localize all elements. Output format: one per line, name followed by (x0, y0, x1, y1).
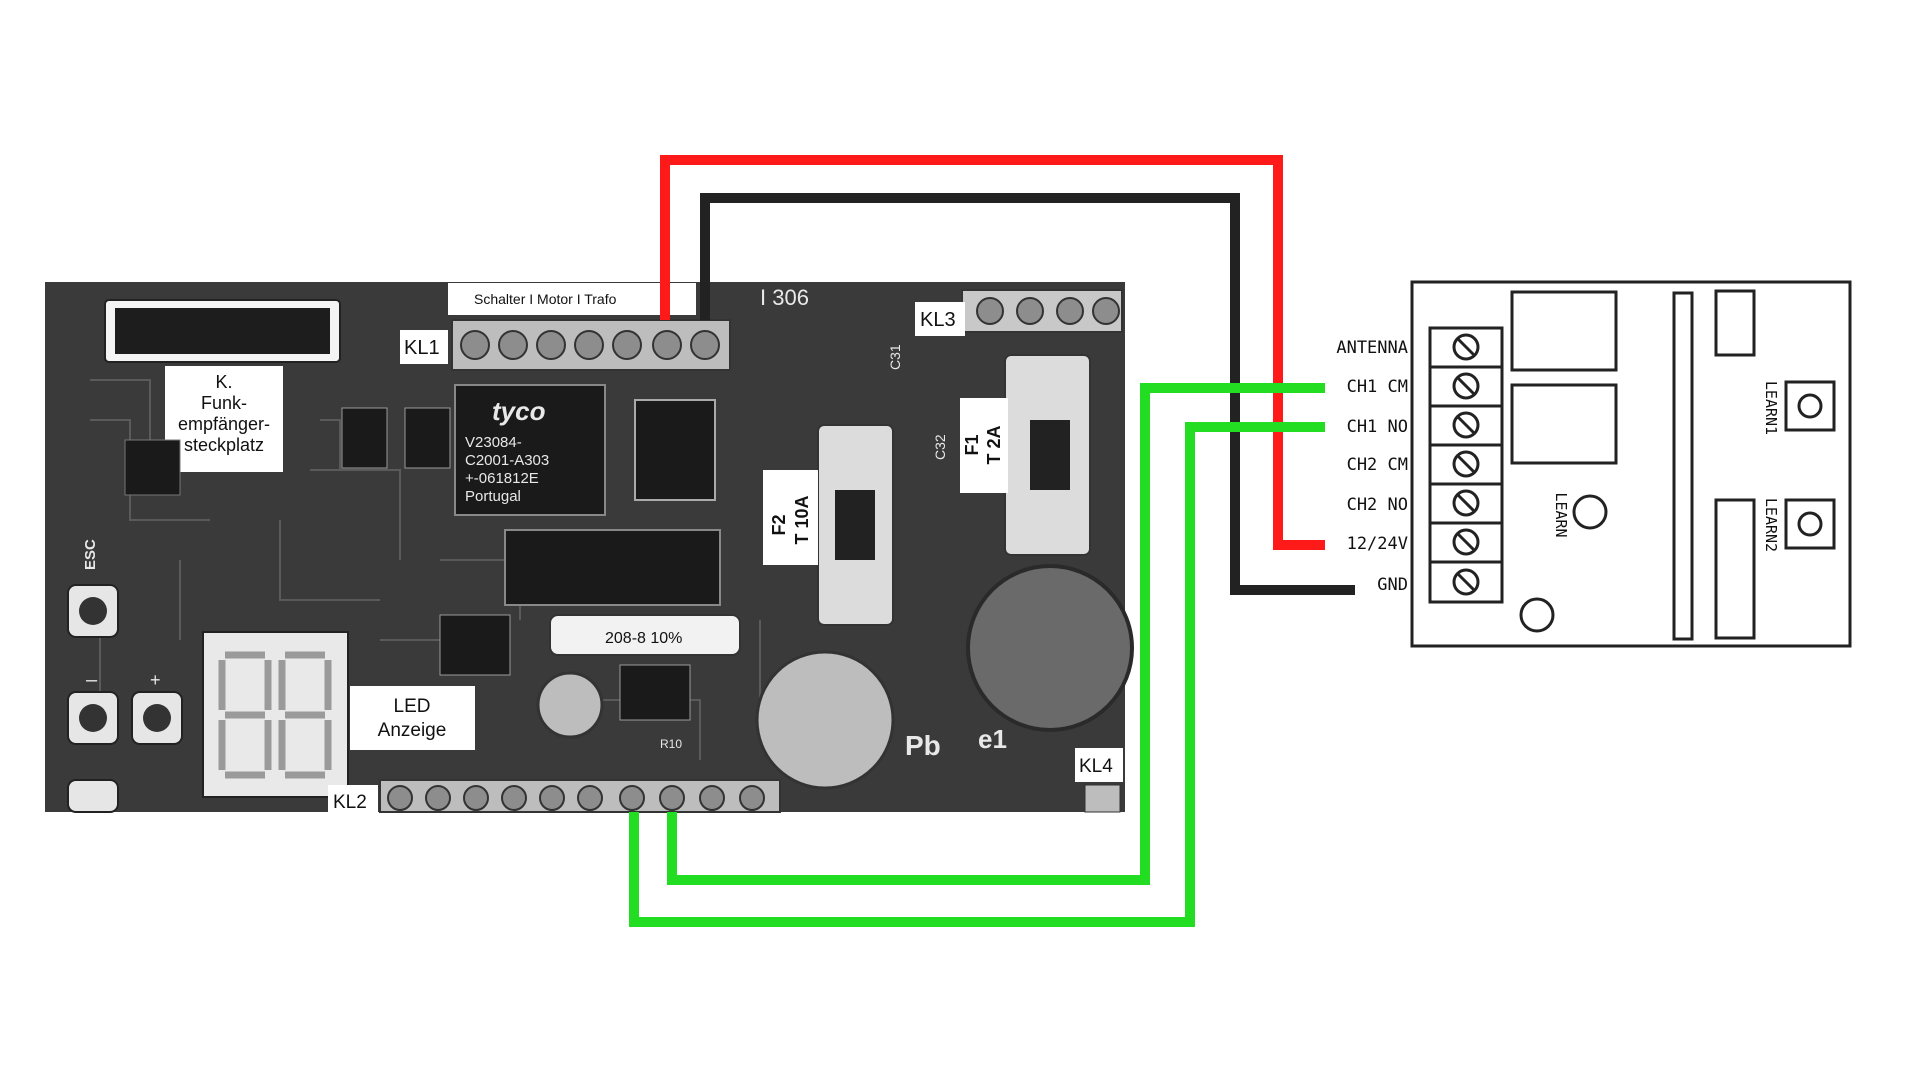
fuse-f2-label: F2 (769, 514, 789, 535)
wire-power-12-24v (660, 155, 1325, 550)
esc-button-cap[interactable] (79, 597, 107, 625)
minus-button-cap[interactable] (79, 704, 107, 732)
kl4-label: KL4 (1079, 756, 1113, 777)
relay-line-3: +-061812E (465, 470, 539, 487)
module-component-bottom (1714, 498, 1756, 640)
voltage-regulator (634, 399, 716, 501)
cap-text: R10 (660, 737, 682, 751)
minus-label: – (86, 669, 98, 691)
lead-free-mark: Pb (905, 730, 941, 761)
e1-mark: e1 (978, 724, 1007, 754)
module-led (1519, 597, 1555, 633)
driver-ic (439, 614, 511, 676)
module-relay-2 (1510, 383, 1618, 465)
receiver-module: LEARN LEARN1 LEARN2 ANTENNA CH1 CM CH1 N… (1336, 280, 1852, 648)
c31-label: C31 (887, 344, 903, 370)
relay-secondary (504, 529, 721, 606)
control-board: K. Funk- empfänger- steckplatz Schalter … (45, 282, 1134, 815)
kl1-label: KL1 (404, 337, 440, 359)
receiver-slot-label-2: Funk- (201, 393, 247, 413)
kl1-label-box (400, 330, 448, 364)
led-label-2: Anzeige (378, 720, 447, 741)
transistor-1 (341, 407, 388, 469)
terminal-label-antenna: ANTENNA (1336, 338, 1408, 358)
module-relay-1 (1510, 290, 1618, 372)
wire-ch1-no (629, 422, 1325, 927)
transistor-2 (404, 407, 451, 469)
extra-button[interactable] (67, 779, 119, 813)
module-antenna-strip (1672, 291, 1694, 641)
kl1-screws (460, 330, 720, 360)
learn-center-label: LEARN (1552, 492, 1570, 537)
fuse-f2-body (835, 490, 875, 560)
board-code: I 306 (760, 285, 809, 310)
kl3-label-box (915, 302, 965, 336)
kl3-screws (976, 297, 1120, 325)
relay-line-1: V23084- (465, 434, 522, 451)
resistor-text: 208-8 10% (605, 630, 682, 647)
terminal-label-ch1-cm: CH1 CM (1347, 377, 1408, 397)
kl2-label-box (328, 785, 378, 815)
learn1-button[interactable] (1784, 380, 1836, 432)
kl3-label: KL3 (920, 309, 956, 331)
wires (629, 155, 1355, 927)
kl2-label: KL2 (333, 792, 367, 813)
kl4-label-box (1075, 748, 1123, 782)
fuse-f1-label: F1 (962, 434, 982, 455)
module-component-top (1714, 289, 1756, 357)
terminal-label-gnd: GND (1377, 575, 1408, 595)
transformer (966, 564, 1134, 732)
fuse-f1-label-box (960, 398, 1008, 493)
kl2-screws (387, 785, 765, 811)
terminal-label-ch1-no: CH1 NO (1347, 417, 1408, 437)
receiver-slot-label-1: K. (215, 372, 232, 392)
led-digits (218, 651, 332, 779)
kl1-header-box (448, 283, 696, 315)
fuse-f2-label-box (763, 470, 818, 565)
fuse-f2-rating: T 10A (792, 495, 812, 544)
learn1-label: LEARN1 (1762, 381, 1780, 435)
transistor-3 (619, 664, 691, 721)
kl4-terminal-block (1084, 784, 1121, 813)
fuse-f1-rating: T 2A (984, 425, 1004, 464)
receiver-slot-label-4: steckplatz (184, 435, 264, 455)
kl1-header-text: Schalter I Motor I Trafo (474, 291, 617, 307)
led-label-box (350, 686, 475, 750)
receiver-slot-label-3: empfänger- (178, 414, 270, 434)
led-label-1: LED (394, 696, 431, 717)
learn2-button[interactable] (1784, 498, 1836, 550)
plus-button-cap[interactable] (143, 704, 171, 732)
relay-brand: tyco (492, 396, 546, 426)
c32-label: C32 (932, 434, 948, 460)
power-resistor (549, 614, 741, 656)
module-terminal-column (1428, 326, 1504, 604)
learn2-label: LEARN2 (1762, 498, 1780, 552)
relay-main (454, 384, 606, 516)
esc-label: ESC (82, 539, 99, 570)
receiver-slot-label-box (165, 366, 283, 472)
electrolytic-capacitor-small (536, 671, 604, 739)
microcontroller-chip (124, 439, 181, 496)
terminal-label-ch2-no: CH2 NO (1347, 495, 1408, 515)
terminal-label-ch2-cm: CH2 CM (1347, 455, 1408, 475)
learn1-button-cap[interactable] (1797, 393, 1823, 419)
led-display (202, 631, 349, 798)
terminal-label-12-24v: 12/24V (1347, 534, 1408, 554)
learn2-button-cap[interactable] (1797, 511, 1823, 537)
wire-ch1-cm (667, 383, 1325, 885)
relay-line-4: Portugal (465, 488, 521, 505)
wire-ground (700, 193, 1355, 595)
relay-line-2: C2001-A303 (465, 452, 549, 469)
receiver-slot-pins (115, 308, 330, 354)
plus-label: + (150, 670, 161, 690)
electrolytic-capacitor-large (755, 650, 895, 790)
learn-led (1572, 494, 1608, 530)
fuse-f1-body (1030, 420, 1070, 490)
